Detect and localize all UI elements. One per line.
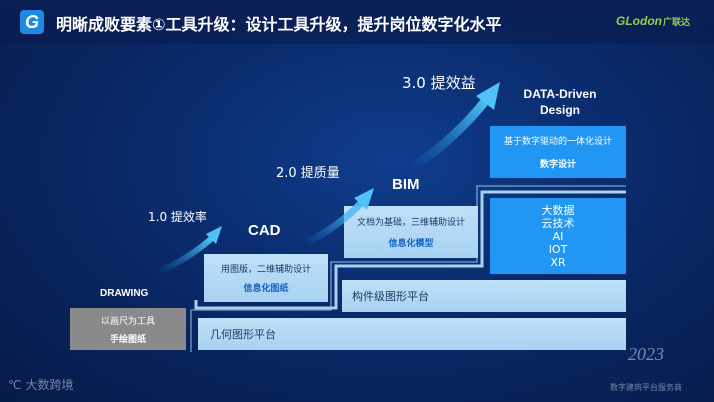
header-bar (0, 0, 714, 44)
drawing-line1: 以画尺为工具 (100, 316, 155, 327)
bim-line2: 信息化模型 (388, 239, 434, 249)
cad-box: 用图版，二维辅助设计 信息化图纸 (204, 254, 328, 302)
arrow-2-label: 2.0 提质量 (276, 166, 340, 181)
brand-logo: GLodon广联达 (616, 14, 690, 28)
arrow-1-label: 1.0 提效率 (148, 210, 207, 224)
watermark-logo-icon: ℃ (8, 377, 22, 392)
glodon-logo-icon: G (20, 10, 44, 34)
tech-item: AI (552, 229, 564, 243)
drawing-title: DRAWING (100, 288, 149, 299)
watermark-right-text: 数字建筑平台服务商 (610, 383, 682, 392)
data-driven-line2: 数字设计 (539, 160, 576, 170)
drawing-line2: 手绘图纸 (109, 334, 146, 345)
tech-box: 大数据 云技术 AI IOT XR (490, 198, 626, 274)
component-platform-label: 构件级图形平台 (352, 290, 429, 303)
brand-en: GLodon (616, 14, 662, 28)
page-title: 明晰成败要素①工具升级：设计工具升级，提升岗位数字化水平 (56, 15, 502, 34)
watermark-left-text: 大数跨境 (25, 378, 74, 392)
tech-item: IOT (548, 242, 568, 256)
cad-line1: 用图版，二维辅助设计 (220, 265, 311, 275)
cad-line2: 信息化图纸 (243, 284, 289, 294)
arrow-3-icon (407, 82, 500, 173)
watermark-left: ℃ 大数跨境 (8, 376, 74, 393)
bim-line1: 文档为基础，三维辅助设计 (356, 218, 465, 228)
tech-item: XR (550, 255, 566, 269)
cad-title: CAD (248, 222, 281, 239)
data-driven-line1: 基于数字驱动的一体化设计 (503, 137, 612, 147)
arrow-3-label: 3.0 提效益 (402, 74, 476, 92)
watermark-year: 2023 (628, 344, 664, 364)
tech-item: 大数据 (541, 203, 575, 217)
data-driven-title: DATA-Driven Design (512, 86, 608, 118)
arrow-2-icon (300, 188, 374, 248)
geometry-platform-bar: 几何图形平台 (198, 318, 626, 350)
data-driven-title-line1: DATA-Driven (523, 87, 597, 101)
bim-box: 文档为基础，三维辅助设计 信息化模型 (344, 206, 478, 258)
arrow-1-icon (155, 226, 222, 275)
brand-cn: 广联达 (662, 17, 690, 27)
bim-title: BIM (392, 176, 420, 193)
watermark-right: 2023 数字建筑平台服务商 (606, 340, 706, 398)
data-driven-box: 基于数字驱动的一体化设计 数字设计 (490, 126, 626, 178)
tech-item: 云技术 (541, 216, 575, 230)
geometry-platform-label: 几何图形平台 (210, 328, 276, 341)
drawing-box: 以画尺为工具 手绘图纸 (70, 308, 186, 350)
data-driven-title-line2: Design (539, 103, 580, 117)
component-platform-bar: 构件级图形平台 (342, 280, 626, 312)
